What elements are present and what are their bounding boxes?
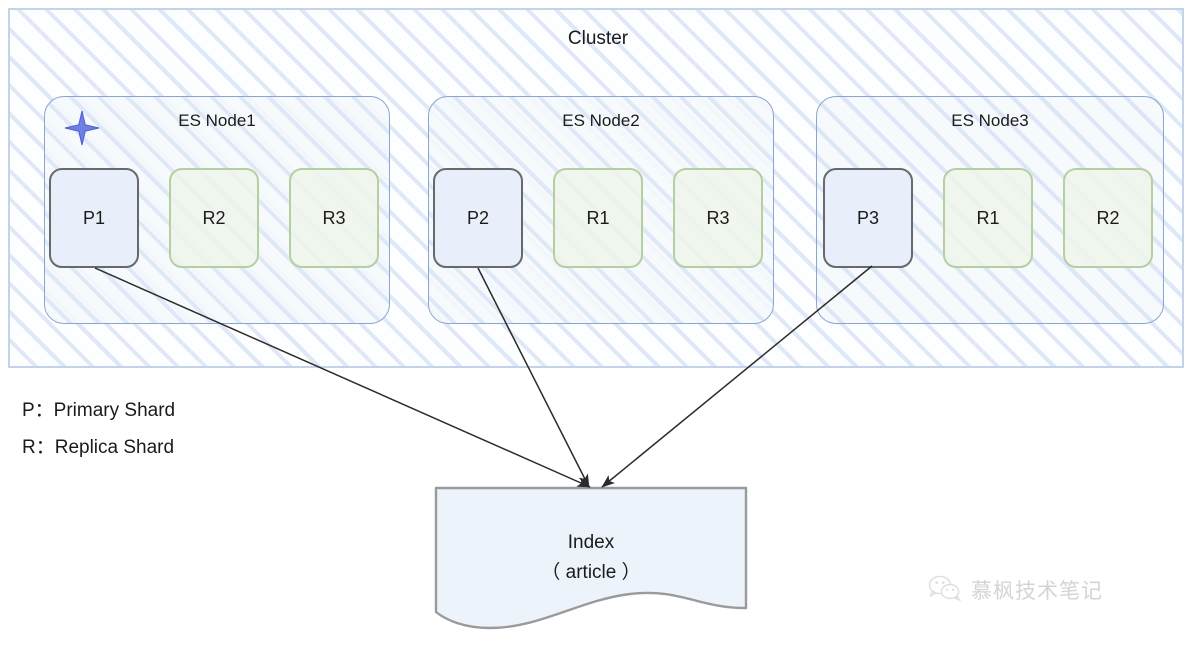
shard-r3-node2-label: R3 bbox=[706, 207, 730, 228]
es-node-2[interactable]: ES Node2 P2 R1 R3 bbox=[428, 96, 774, 324]
shard-r2-node1-label: R2 bbox=[202, 207, 226, 228]
shard-r3-node1-label: R3 bbox=[322, 207, 346, 228]
es-node-3[interactable]: ES Node3 P3 R1 R2 bbox=[816, 96, 1164, 324]
shard-p2-label: P2 bbox=[466, 207, 490, 228]
shard-r2-node1[interactable]: R2 bbox=[169, 168, 259, 268]
shard-r3-node2[interactable]: R3 bbox=[673, 168, 763, 268]
shard-r2-node3[interactable]: R2 bbox=[1063, 168, 1153, 268]
shard-r1-node2[interactable]: R1 bbox=[553, 168, 643, 268]
shard-r3-node1[interactable]: R3 bbox=[289, 168, 379, 268]
shard-r2-node3-label: R2 bbox=[1096, 207, 1120, 228]
shard-r1-node2-label: R1 bbox=[586, 207, 610, 228]
shard-r1-node3[interactable]: R1 bbox=[943, 168, 1033, 268]
es-node-2-title: ES Node2 bbox=[562, 111, 640, 130]
shard-p2[interactable]: P2 bbox=[433, 168, 523, 268]
watermark-text: 慕枫技术笔记 bbox=[971, 579, 1103, 603]
shard-p1-label: P1 bbox=[82, 207, 106, 228]
legend: P：Primary Shard R：Replica Shard bbox=[22, 392, 175, 466]
shard-p3[interactable]: P3 bbox=[823, 168, 913, 268]
shard-p1[interactable]: P1 bbox=[49, 168, 139, 268]
es-node-1-title: ES Node1 bbox=[178, 111, 256, 130]
cluster-title: Cluster bbox=[567, 28, 629, 49]
star-icon bbox=[63, 109, 101, 147]
index-document-shape[interactable] bbox=[430, 482, 752, 634]
legend-primary: P：Primary Shard bbox=[22, 400, 176, 421]
shard-p3-label: P3 bbox=[856, 207, 880, 228]
wechat-icon bbox=[928, 574, 962, 607]
watermark: 慕枫技术笔记 bbox=[928, 573, 1103, 607]
es-node-3-title: ES Node3 bbox=[951, 111, 1029, 130]
shard-r1-node3-label: R1 bbox=[976, 207, 1000, 228]
legend-replica: R：Replica Shard bbox=[22, 437, 175, 458]
es-node-1[interactable]: ES Node1 P1 R2 R3 bbox=[44, 96, 390, 324]
